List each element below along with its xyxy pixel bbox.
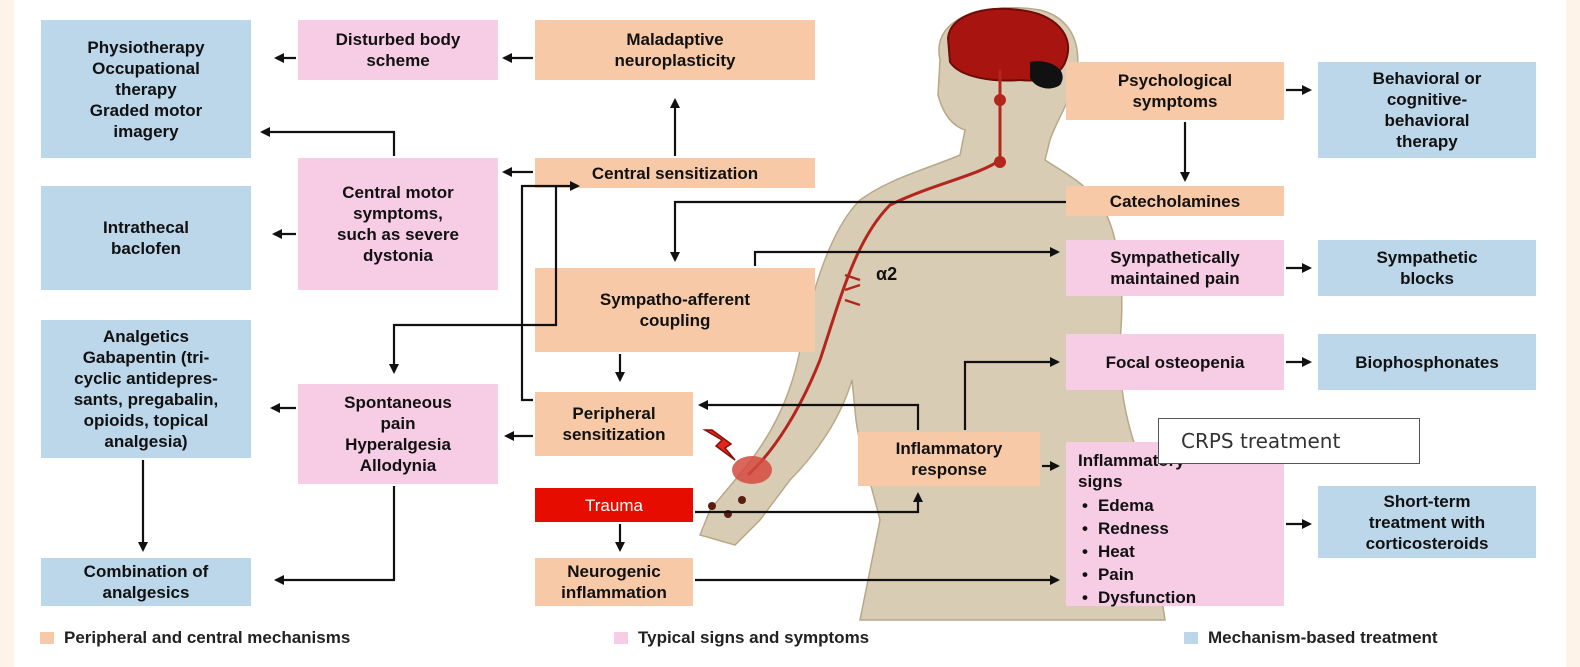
legend-signs: Typical signs and symptoms (614, 628, 869, 648)
legend-swatch-mechanisms (40, 632, 54, 644)
crps-treatment-callout: CRPS treatment (1158, 418, 1420, 464)
legend-swatch-treatment (1184, 632, 1198, 644)
legend-signs-label: Typical signs and symptoms (638, 628, 869, 648)
legend-mechanisms-label: Peripheral and central mechanisms (64, 628, 350, 648)
legend-treatment-label: Mechanism-based treatment (1208, 628, 1438, 648)
legend-swatch-signs (614, 632, 628, 644)
arrow (262, 132, 394, 156)
arrow (522, 186, 578, 400)
arrow (700, 405, 918, 430)
arrow (394, 186, 556, 372)
arrow (695, 494, 918, 512)
arrow (755, 252, 1058, 266)
arrow (276, 486, 394, 580)
legend-mechanisms: Peripheral and central mechanisms (40, 628, 350, 648)
legend-treatment: Mechanism-based treatment (1184, 628, 1438, 648)
arrow (965, 362, 1058, 430)
